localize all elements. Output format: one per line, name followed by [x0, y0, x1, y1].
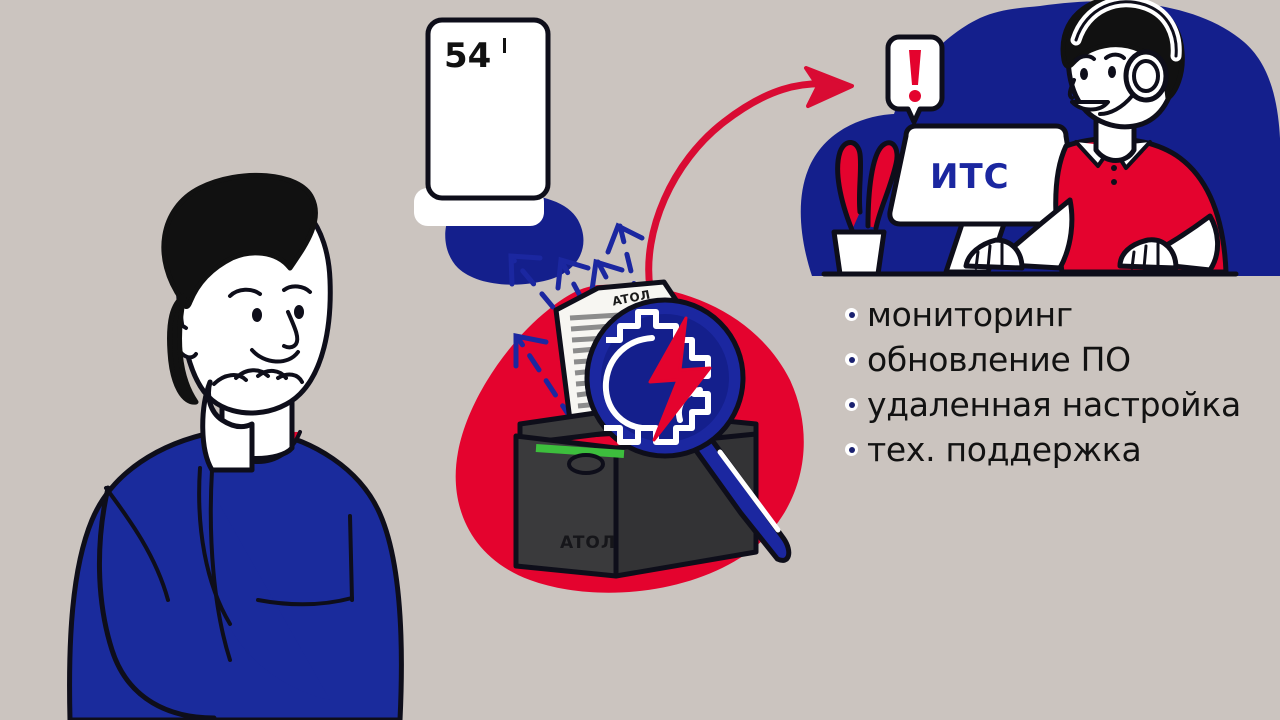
agent-nose [1067, 78, 1076, 100]
customer-eyebrow-left [228, 287, 262, 298]
agent-hand-left-fingers [974, 242, 1004, 270]
escalation-arrow-shaft [645, 80, 836, 292]
magnifier-handle [689, 425, 792, 563]
agent-eye-left [1080, 68, 1088, 80]
dashed-arrow-5-shaft [515, 335, 575, 423]
display-caret [503, 38, 506, 53]
headset-band-outline [1074, 0, 1178, 58]
agent-hand-right-fingers [1130, 242, 1160, 270]
dashed-arrow-4-head [605, 222, 645, 255]
customer-hand [200, 379, 255, 473]
escalation-arrow-head [804, 66, 854, 108]
exclamation-mark-icon [909, 50, 921, 85]
dashed-arrow-2-head [555, 256, 591, 291]
customer-mouth [250, 348, 300, 364]
dashed-arrow-5-head [513, 332, 549, 369]
printer-brand-label: ATOЛ [560, 533, 617, 553]
display-screen[interactable] [425, 17, 551, 201]
list-item: обновление ПО [845, 337, 1275, 382]
plant-icon [835, 140, 900, 233]
customer-nose [282, 310, 300, 350]
headset-mic [1098, 94, 1134, 116]
agent-hair [1060, 0, 1185, 101]
list-item: мониторинг [845, 292, 1275, 337]
customer-arm-crease [104, 466, 232, 626]
feature-label: обновление ПО [867, 340, 1131, 379]
bullet-icon [845, 353, 858, 366]
feature-label: мониторинг [867, 295, 1073, 334]
support-screen-label: ИТС [930, 157, 1010, 197]
agent-eyebrow-right [1104, 52, 1126, 60]
list-item: удаленная настройка [845, 382, 1275, 427]
customer-sleeve-line [256, 596, 354, 607]
bullet-icon [845, 398, 858, 411]
customer-forearm [199, 470, 330, 700]
customer-fingers [212, 368, 304, 386]
agent-eye-right [1108, 66, 1116, 78]
support-feature-list: мониторинг обновление ПО удаленная настр… [845, 292, 1275, 472]
printer-led-strip[interactable] [535, 444, 625, 458]
lightning-bolt-icon [648, 316, 712, 442]
customer-hair [161, 172, 318, 309]
agent-shirt-button-2 [1111, 179, 1117, 185]
magnifier-handle-highlight [717, 449, 781, 533]
agent-mouth [1070, 100, 1110, 112]
customer-arm-left [96, 485, 217, 720]
customer-sleeve-edge [348, 514, 354, 602]
magnifier-rim [584, 297, 746, 459]
gear-inner-arc [602, 335, 655, 431]
bullet-icon [845, 443, 858, 456]
dashed-arrow-3-head [589, 258, 625, 293]
agent-hand-left [963, 237, 1025, 271]
headset-earcup-inner [1132, 59, 1160, 93]
customer-eyebrow-right [282, 284, 312, 294]
bullet-icon [845, 308, 858, 321]
list-item: тех. поддержка [845, 427, 1275, 472]
agent-eyebrow-left [1074, 54, 1096, 62]
customer-lapel [208, 468, 232, 662]
printer-button[interactable] [567, 453, 605, 475]
dashed-arrow-1-head [508, 253, 543, 287]
agent-shirt-button-1 [1111, 165, 1117, 171]
customer-hair-back [167, 293, 199, 405]
display-value: 54 [444, 36, 492, 76]
exclamation-dot [909, 90, 921, 102]
customer-eye-right [294, 305, 304, 319]
customer-eye-left [252, 308, 262, 322]
feature-label: удаленная настройка [867, 385, 1241, 424]
feature-label: тех. поддержка [867, 430, 1142, 469]
